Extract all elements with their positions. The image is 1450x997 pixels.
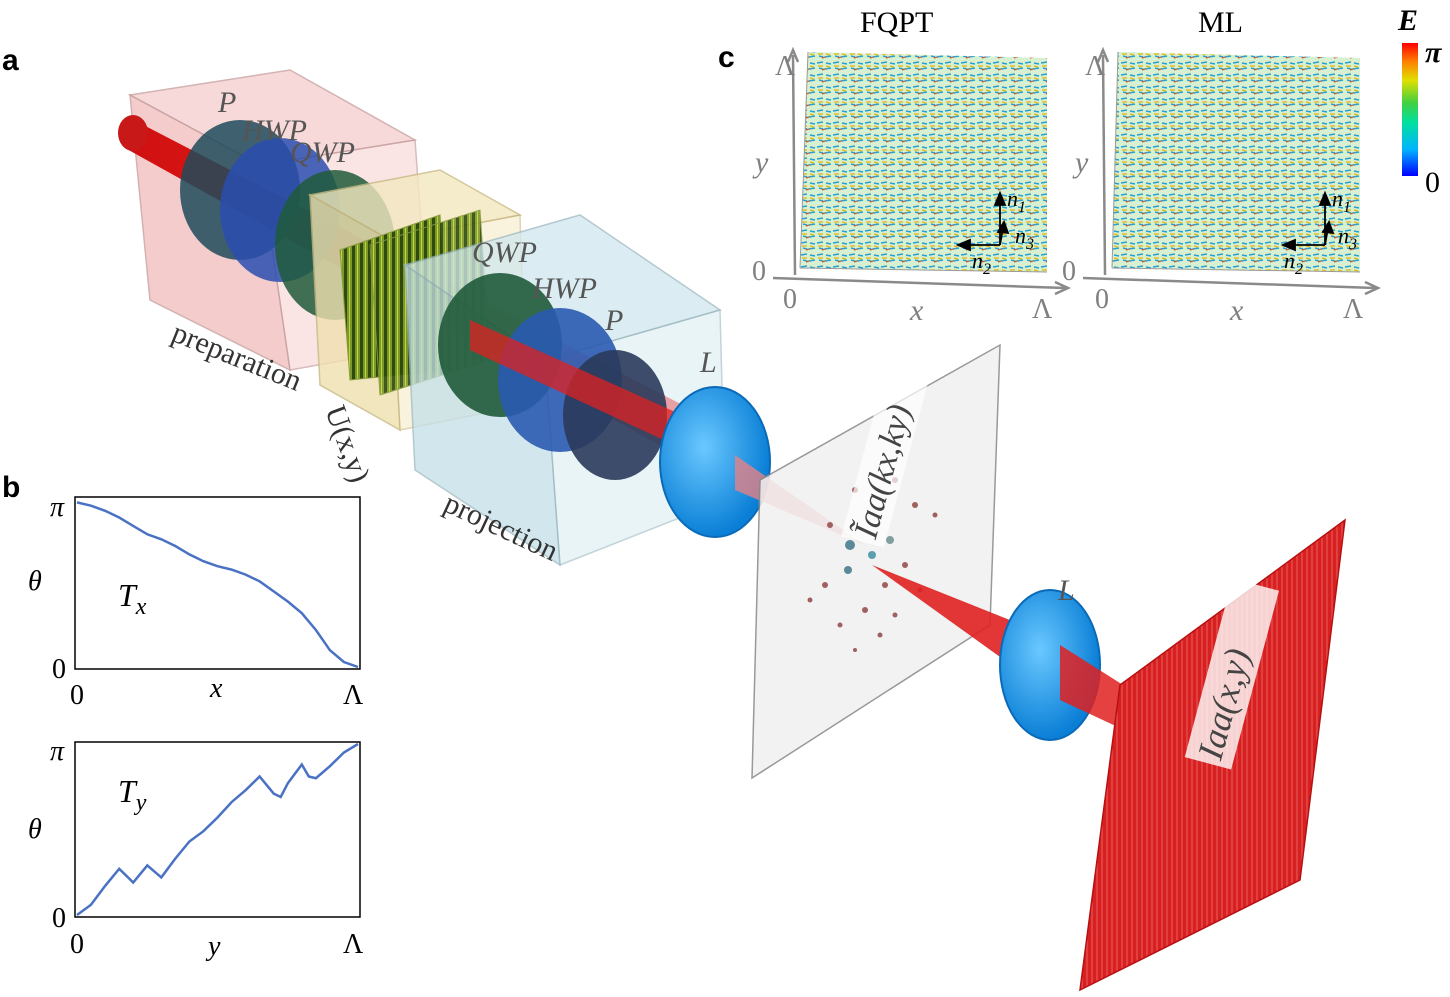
chart-ty-annotation: Ty — [118, 773, 147, 816]
chart-tx-annotation: Tx — [118, 577, 147, 620]
panel-c-letter: c — [718, 41, 735, 74]
map-ml: ML Λ 0 y 0 Λ x n1 n3 n2 — [1062, 6, 1381, 327]
map-ml-field — [1112, 52, 1360, 272]
map-ml-y-axis — [1096, 46, 1110, 276]
map-fqpt-y-axis — [786, 46, 800, 276]
chart-tx-ytick-max: π — [50, 492, 65, 523]
chart-ty-ytick-max: π — [50, 736, 65, 767]
chart-tx-frame — [74, 496, 361, 670]
panel-b-letter: b — [2, 471, 20, 504]
map-ml-n3: n3 — [1338, 223, 1357, 253]
map-ml-x-axis — [1082, 276, 1381, 296]
chart-tx: π 0 θ 0 Λ x Tx — [28, 492, 364, 711]
lens-2-label: L — [1057, 574, 1075, 607]
map-ml-frame-vectors: n1 n3 n2 — [1280, 186, 1357, 278]
map-fqpt-field — [800, 52, 1047, 272]
chart-ty-ytick-min: 0 — [52, 903, 66, 934]
map-fqpt-ytick-max: Λ — [775, 51, 796, 82]
map-ml-xlabel: x — [1229, 294, 1244, 327]
map-ml-n2: n2 — [1284, 248, 1303, 278]
proj-label-qwp: QWP — [472, 236, 537, 269]
chart-ty-xlabel: y — [205, 931, 221, 962]
optic-label-p: P — [217, 86, 236, 119]
chart-ty-xtick-min: 0 — [70, 929, 84, 960]
colorbar-max: π — [1425, 36, 1442, 69]
map-fqpt-xtick-max: Λ — [1032, 294, 1053, 325]
modulator-label: U(x,y) — [318, 401, 376, 487]
map-ml-ylabel: y — [1072, 146, 1089, 179]
map-fqpt-n1: n1 — [1007, 186, 1026, 216]
map-ml-ytick-min: 0 — [1062, 256, 1076, 287]
beam-source — [118, 115, 148, 151]
proj-label-p: P — [604, 304, 623, 337]
map-fqpt: FQPT Λ 0 y 0 Λ x n1 n3 n2 — [752, 6, 1071, 327]
panel-c: c FQPT Λ 0 y 0 Λ x n1 n3 n2 ML — [718, 4, 1442, 327]
map-fqpt-ytick-min: 0 — [752, 256, 766, 287]
colorbar-label: E — [1397, 4, 1418, 37]
lens-1-label: L — [699, 346, 717, 379]
chart-tx-xtick-max: Λ — [343, 680, 364, 711]
map-ml-xtick-max: Λ — [1343, 294, 1364, 325]
colorbar: E π 0 — [1397, 4, 1442, 199]
optic-label-qwp: QWP — [290, 136, 355, 169]
map-fqpt-xtick-min: 0 — [783, 284, 797, 315]
map-ml-title: ML — [1198, 6, 1243, 39]
chart-ty-line — [76, 742, 359, 917]
map-fqpt-ylabel: y — [752, 146, 769, 179]
map-fqpt-title: FQPT — [860, 6, 933, 39]
chart-ty-ylabel: θ — [28, 814, 42, 845]
panel-b: b π 0 θ 0 Λ x Tx π 0 θ 0 Λ y Ty — [2, 471, 364, 962]
chart-ty: π 0 θ 0 Λ y Ty — [28, 736, 364, 962]
panel-a-letter: a — [2, 44, 19, 77]
chart-ty-frame — [74, 741, 361, 918]
map-fqpt-xlabel: x — [909, 294, 924, 327]
lens-1 — [659, 386, 771, 538]
map-fqpt-x-axis — [772, 276, 1071, 296]
proj-label-hwp: HWP — [531, 272, 597, 305]
colorbar-min: 0 — [1425, 166, 1440, 199]
panel-a-setup: a P HWP QWP preparation U(x,y) — [2, 44, 1346, 992]
map-fqpt-n2: n2 — [972, 248, 991, 278]
colorbar-gradient — [1402, 43, 1418, 176]
optic-label-hwp: HWP — [241, 114, 307, 147]
map-fqpt-frame-vectors: n1 n3 n2 — [955, 186, 1034, 278]
chart-tx-xlabel: x — [209, 673, 223, 704]
map-fqpt-n3: n3 — [1015, 223, 1034, 253]
map-ml-xtick-min: 0 — [1095, 284, 1109, 315]
chart-tx-xtick-min: 0 — [70, 680, 84, 711]
map-ml-n1: n1 — [1332, 186, 1351, 216]
map-ml-ytick-max: Λ — [1085, 51, 1106, 82]
chart-ty-xtick-max: Λ — [343, 929, 364, 960]
chart-tx-line — [76, 501, 359, 669]
chart-tx-ylabel: θ — [28, 566, 42, 597]
chart-tx-ytick-min: 0 — [52, 654, 66, 685]
